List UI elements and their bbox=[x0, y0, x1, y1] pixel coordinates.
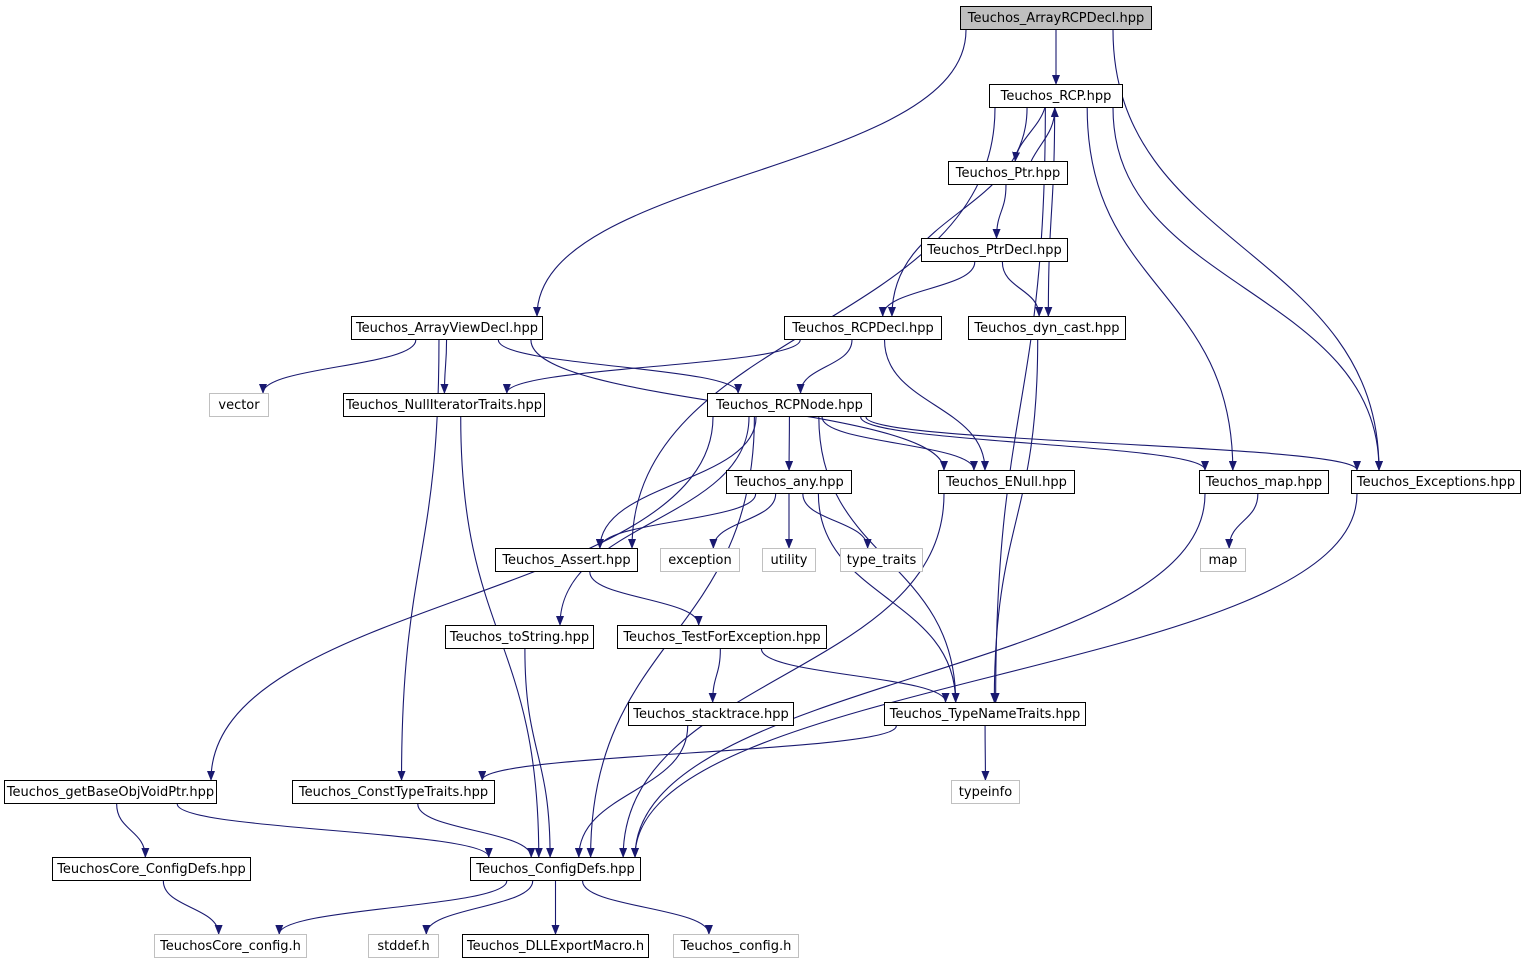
node-assert[interactable]: Teuchos_Assert.hpp bbox=[495, 548, 638, 572]
edge-getbaseobj-to-configdefs bbox=[176, 803, 493, 858]
edge-configdefs-to-coreconfig bbox=[275, 880, 508, 935]
edge-testforexc-to-stacktrace bbox=[708, 648, 721, 703]
edge-tostring-to-configdefs bbox=[524, 648, 555, 858]
edge-rcp-to-map_hpp bbox=[1086, 107, 1237, 471]
edge-enull-to-configdefs bbox=[619, 493, 945, 858]
edge-configdefs-to-stddef bbox=[422, 880, 534, 935]
node-getbaseobj[interactable]: Teuchos_getBaseObjVoidPtr.hpp bbox=[4, 780, 217, 804]
edge-map_hpp-to-map bbox=[1225, 493, 1259, 549]
node-stacktrace[interactable]: Teuchos_stacktrace.hpp bbox=[628, 702, 794, 726]
edge-arrayviewdecl-to-consttypetraits bbox=[397, 339, 440, 781]
edge-ptrdecl-to-dyncast bbox=[1001, 261, 1044, 317]
edge-rcpnode-to-getbaseobj bbox=[207, 416, 714, 781]
edge-rcpnode-to-tostring bbox=[556, 416, 750, 626]
edge-rcpdecl-to-nulliter bbox=[502, 339, 801, 394]
edge-rcp-to-exceptions bbox=[1112, 107, 1383, 471]
node-arrayrcpdecl: Teuchos_ArrayRCPDecl.hpp bbox=[960, 6, 1152, 30]
node-rcp[interactable]: Teuchos_RCP.hpp bbox=[989, 84, 1123, 108]
node-map-hpp[interactable]: Teuchos_map.hpp bbox=[1199, 470, 1329, 494]
node-nulliter[interactable]: Teuchos_NullIteratorTraits.hpp bbox=[343, 393, 545, 417]
node-typeinfo: typeinfo bbox=[951, 780, 1020, 804]
node-any[interactable]: Teuchos_any.hpp bbox=[726, 470, 852, 494]
node-ptr[interactable]: Teuchos_Ptr.hpp bbox=[948, 161, 1068, 185]
edge-rcp-to-dyncast bbox=[1044, 107, 1056, 317]
edge-rcpnode-to-map_hpp bbox=[860, 416, 1209, 471]
node-stddef: stddef.h bbox=[368, 934, 439, 958]
node-map: map bbox=[1200, 548, 1246, 572]
edge-rcpnode-to-exceptions bbox=[865, 416, 1361, 471]
edge-arrayrcpdecl-to-arrayviewdecl bbox=[533, 29, 967, 317]
node-vector: vector bbox=[209, 393, 269, 417]
edge-rcp-to-rcpdecl bbox=[887, 107, 1028, 317]
edge-exceptions-to-configdefs bbox=[631, 493, 1358, 858]
edge-ptr-to-rcp bbox=[1030, 107, 1059, 162]
edge-rcp-to-ptr bbox=[1012, 107, 1046, 162]
node-configdefs[interactable]: Teuchos_ConfigDefs.hpp bbox=[470, 857, 641, 881]
node-enull[interactable]: Teuchos_ENull.hpp bbox=[938, 470, 1075, 494]
edge-configdefs-to-config bbox=[582, 880, 713, 935]
node-rcpnode[interactable]: Teuchos_RCPNode.hpp bbox=[707, 393, 872, 417]
edge-any-to-exception bbox=[709, 493, 777, 549]
edge-rcpnode-to-assert bbox=[595, 416, 757, 549]
node-dyncast[interactable]: Teuchos_dyn_cast.hpp bbox=[968, 316, 1126, 340]
edge-rcpdecl-to-rcpnode bbox=[796, 339, 853, 394]
node-rcpdecl[interactable]: Teuchos_RCPDecl.hpp bbox=[784, 316, 942, 340]
node-utility: utility bbox=[762, 548, 816, 572]
edge-rcpdecl-to-enull bbox=[883, 339, 989, 471]
edge-map_hpp-to-configdefs bbox=[631, 493, 1206, 858]
edge-any-to-type_traits bbox=[802, 493, 872, 549]
edge-ptr-to-ptrdecl bbox=[992, 184, 1007, 239]
node-consttypetraits[interactable]: Teuchos_ConstTypeTraits.hpp bbox=[292, 780, 495, 804]
edge-dyncast-to-typenametraits bbox=[990, 339, 1039, 703]
edge-rcpnode-to-enull bbox=[821, 416, 978, 471]
edge-ptrdecl-to-rcpdecl bbox=[878, 261, 976, 317]
edge-stacktrace-to-configdefs bbox=[574, 725, 689, 858]
edge-assert-to-testforexc bbox=[589, 571, 703, 626]
node-coreconfig: TeuchosCore_config.h bbox=[154, 934, 307, 958]
edge-rcp-to-typenametraits bbox=[991, 107, 1046, 703]
node-dllexport[interactable]: Teuchos_DLLExportMacro.h bbox=[462, 934, 649, 958]
edge-typenametraits-to-consttypetraits bbox=[478, 725, 897, 781]
edge-arrayviewdecl-to-nulliter bbox=[440, 339, 449, 394]
node-config: Teuchos_config.h bbox=[673, 934, 799, 958]
edge-arrayrcpdecl-to-exceptions bbox=[1112, 29, 1383, 471]
node-arrayviewdecl[interactable]: Teuchos_ArrayViewDecl.hpp bbox=[351, 316, 543, 340]
node-tostring[interactable]: Teuchos_toString.hpp bbox=[445, 625, 594, 649]
node-typenametraits[interactable]: Teuchos_TypeNameTraits.hpp bbox=[884, 702, 1086, 726]
edge-arrayviewdecl-to-vector bbox=[259, 339, 417, 394]
edge-testforexc-to-typenametraits bbox=[760, 648, 950, 703]
node-exceptions[interactable]: Teuchos_Exceptions.hpp bbox=[1351, 470, 1521, 494]
edge-arrayviewdecl-to-rcpnode bbox=[497, 339, 743, 394]
edge-getbaseobj-to-coreconfigdefs bbox=[116, 803, 150, 858]
node-coreconfigdefs[interactable]: TeuchosCore_ConfigDefs.hpp bbox=[52, 857, 251, 881]
edge-coreconfigdefs-to-coreconfig bbox=[162, 880, 223, 935]
node-testforexc[interactable]: Teuchos_TestForException.hpp bbox=[617, 625, 827, 649]
node-type-traits: type_traits bbox=[840, 548, 923, 572]
node-ptrdecl[interactable]: Teuchos_PtrDecl.hpp bbox=[921, 238, 1068, 262]
edge-any-to-assert bbox=[595, 493, 757, 549]
node-exception: exception bbox=[660, 548, 740, 572]
edge-consttypetraits-to-configdefs bbox=[417, 803, 536, 858]
